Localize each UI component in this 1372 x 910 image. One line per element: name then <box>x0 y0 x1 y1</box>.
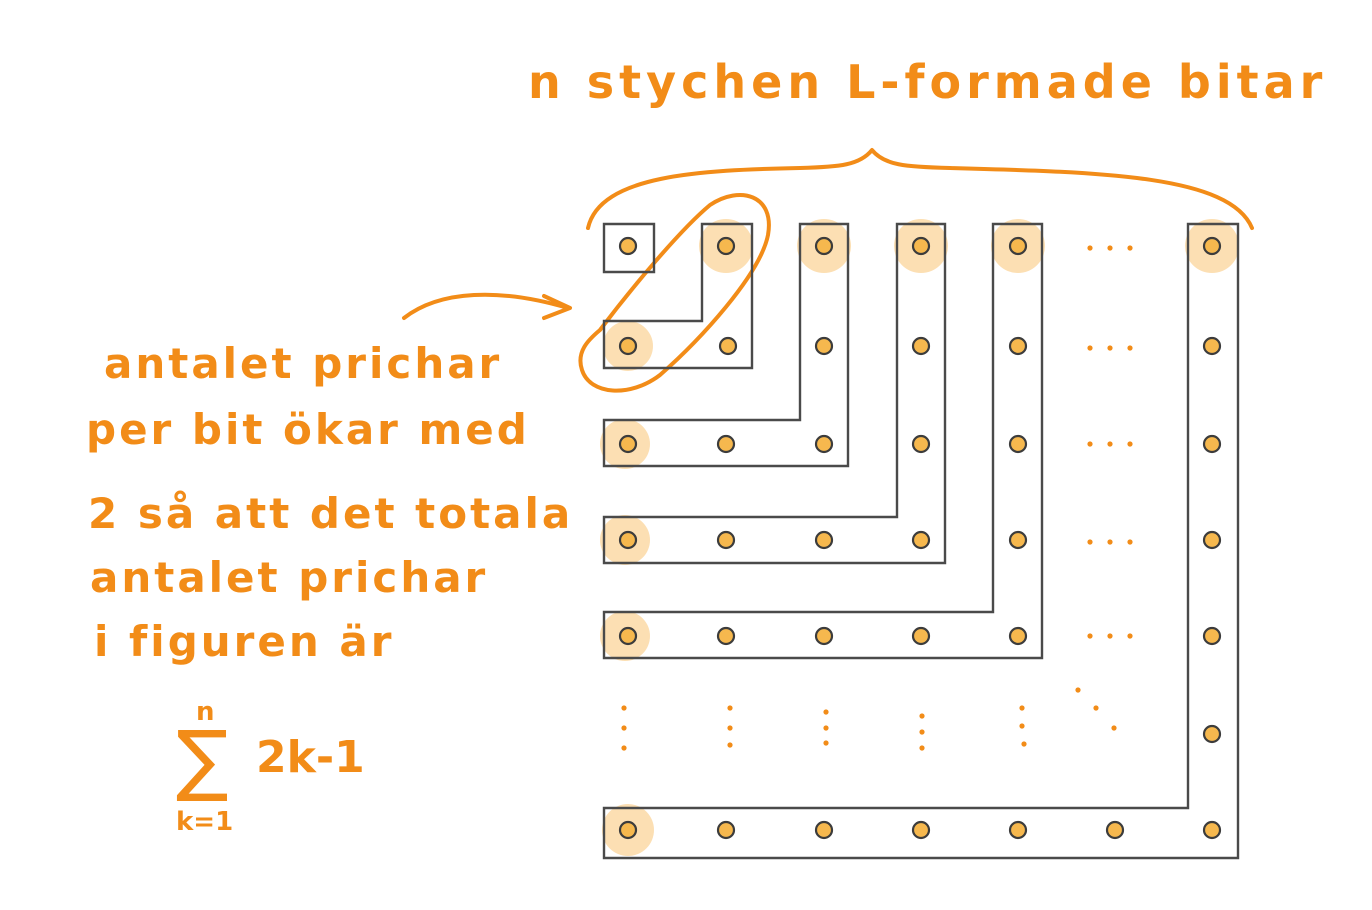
l-piece-1 <box>602 222 656 274</box>
dots <box>618 236 1222 840</box>
l-pieces <box>602 222 1240 860</box>
pointer-arrow <box>402 292 570 320</box>
note-line-5: i figuren är <box>94 617 394 666</box>
note-line-1: antalet prichar <box>104 339 502 388</box>
title-text: n stychen L-formade bitar <box>528 55 1327 109</box>
l-piece-4 <box>602 222 947 565</box>
l-piece-3 <box>602 222 850 468</box>
sum-symbol: ∑ <box>176 715 229 805</box>
l-piece-5 <box>602 222 1044 660</box>
ellipsis-marks <box>621 245 1133 751</box>
sum-lower-limit: k=1 <box>176 807 233 837</box>
sum-upper-limit: n <box>196 697 215 727</box>
sum-expression: 2k-1 <box>256 732 365 783</box>
top-brace <box>586 148 1254 230</box>
l-piece-2 <box>602 222 754 370</box>
note-line-2: per bit ökar med <box>86 405 530 454</box>
highlight-loop <box>578 193 771 393</box>
note-line-4: antalet prichar <box>90 553 488 602</box>
l-piece-n <box>602 222 1240 860</box>
pointer-arrow-head <box>542 294 572 320</box>
note-line-3: 2 så att det totala <box>88 489 573 538</box>
